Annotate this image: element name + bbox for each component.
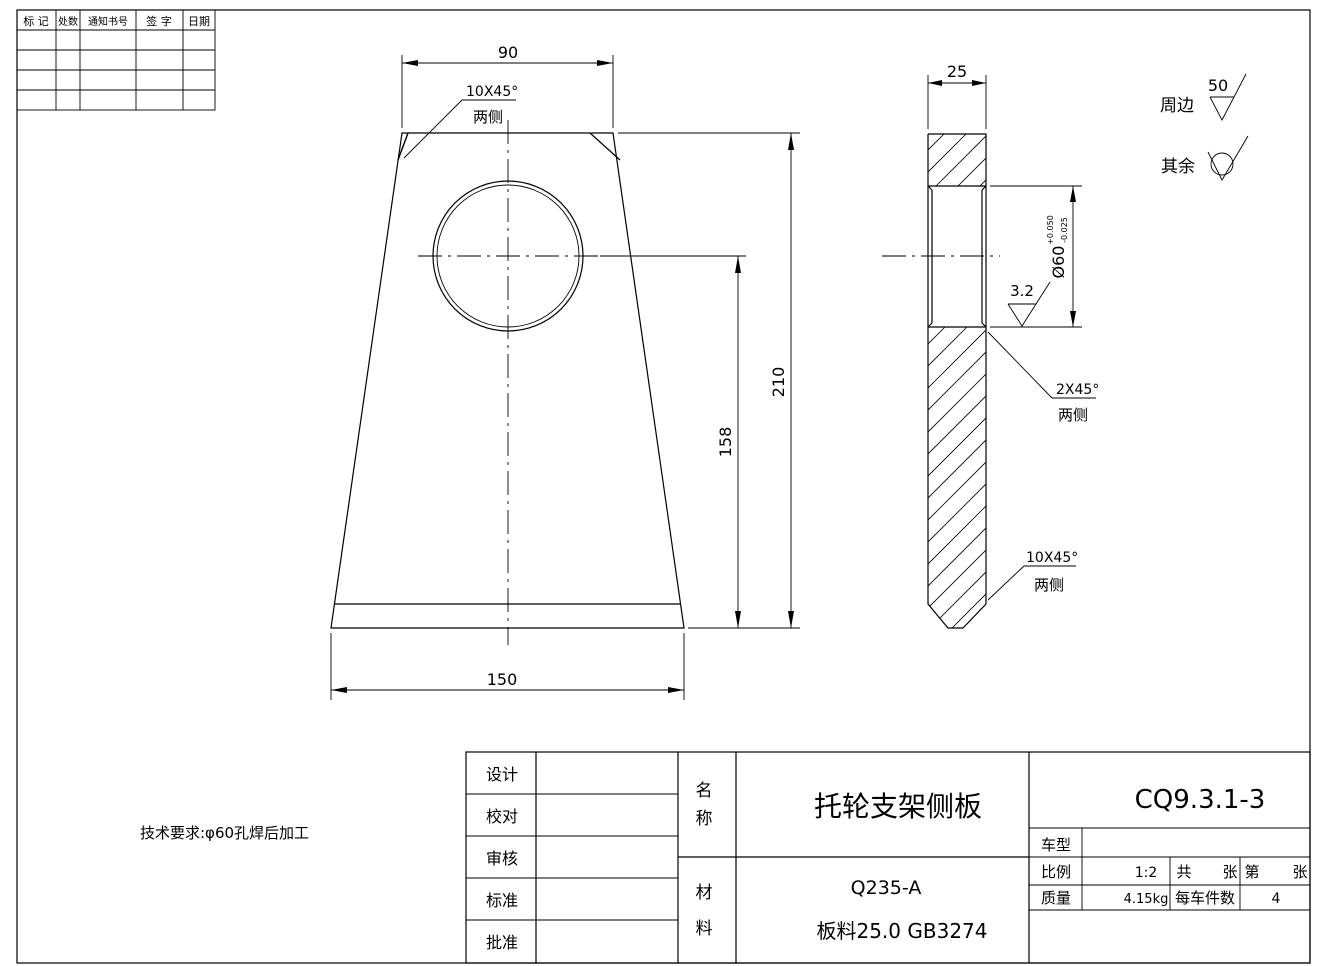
mass-value: 4.15kg	[1124, 892, 1169, 907]
dim-thickness: 25	[947, 62, 967, 81]
roughness-symbol-icon	[1209, 73, 1247, 121]
periphery-value: 50	[1208, 76, 1228, 95]
front-view: 90 10X45° 两侧 150 210 158	[330, 43, 800, 700]
chamfer-top-note: 两侧	[473, 108, 503, 126]
rest-label: 其余	[1161, 157, 1195, 177]
label-vehicle-type: 车型	[1041, 836, 1071, 854]
label-sheet: 张	[1222, 863, 1237, 881]
label-name-1: 名	[696, 781, 713, 801]
drawing-number: CQ9.3.1-3	[1135, 785, 1266, 815]
periphery-label: 周边	[1160, 96, 1194, 116]
label-page: 第	[1244, 863, 1259, 881]
dim-hole-height: 158	[716, 427, 735, 458]
dim-bottom-width: 150	[487, 670, 518, 689]
chamfer-bottom-label: 10X45°	[1026, 550, 1078, 566]
bore-tol-upper: +0.050	[1046, 215, 1055, 245]
label-per-vehicle: 每车件数	[1175, 889, 1235, 907]
rev-header-sign: 签 字	[146, 14, 172, 28]
label-standard: 标准	[486, 891, 518, 910]
title-block: 设计 校对 审核 标准 批准 名 称 托轮支架侧板 材 料 Q235-A 板料2…	[465, 751, 1311, 964]
material-line2: 板料25.0 GB3274	[816, 919, 987, 943]
chamfer-mid-note: 两侧	[1058, 406, 1088, 424]
dim-total-height: 210	[769, 367, 788, 398]
label-material-2: 料	[696, 919, 713, 939]
label-design: 设计	[486, 765, 518, 784]
chamfer-top-label: 10X45°	[466, 84, 518, 100]
chamfer-mid-label: 2X45°	[1056, 382, 1099, 398]
label-scale: 比例	[1041, 863, 1071, 881]
label-page-sheet: 张	[1292, 863, 1307, 881]
rev-header-notice: 通知书号	[88, 15, 128, 28]
roughness-legend: 周边 50 其余	[1160, 73, 1249, 181]
rev-header-count: 处数	[58, 15, 78, 28]
label-total: 共	[1176, 863, 1191, 881]
bore-roughness: 3.2	[1010, 282, 1034, 300]
label-approve: 批准	[486, 933, 518, 952]
label-check: 校对	[486, 807, 518, 826]
bore-tol-lower: -0.025	[1060, 217, 1069, 243]
material-line1: Q235-A	[851, 877, 922, 899]
label-mass: 质量	[1041, 889, 1071, 907]
label-name-2: 称	[696, 809, 713, 829]
label-review: 审核	[486, 849, 518, 868]
chamfer-bottom-note: 两侧	[1034, 576, 1064, 594]
dim-bore: Ø60	[1049, 246, 1068, 279]
label-material-1: 材	[696, 883, 713, 903]
dim-top-width: 90	[498, 43, 518, 62]
side-view: 25 Ø60 +0.050 -0.025 3.2 2X45° 两侧 10X45°…	[882, 62, 1099, 629]
part-name: 托轮支架侧板	[814, 790, 982, 823]
rev-header-date: 日期	[188, 15, 210, 28]
revision-table: 标 记 处数 通知书号 签 字 日期	[16, 9, 216, 111]
front-view-outline	[330, 132, 685, 629]
rev-header-mark: 标 记	[23, 14, 49, 28]
per-vehicle-value: 4	[1272, 891, 1281, 907]
unmachined-symbol-icon	[1210, 152, 1234, 176]
tech-requirement: 技术要求:φ60孔焊后加工	[140, 824, 309, 842]
scale-value: 1:2	[1135, 865, 1158, 881]
